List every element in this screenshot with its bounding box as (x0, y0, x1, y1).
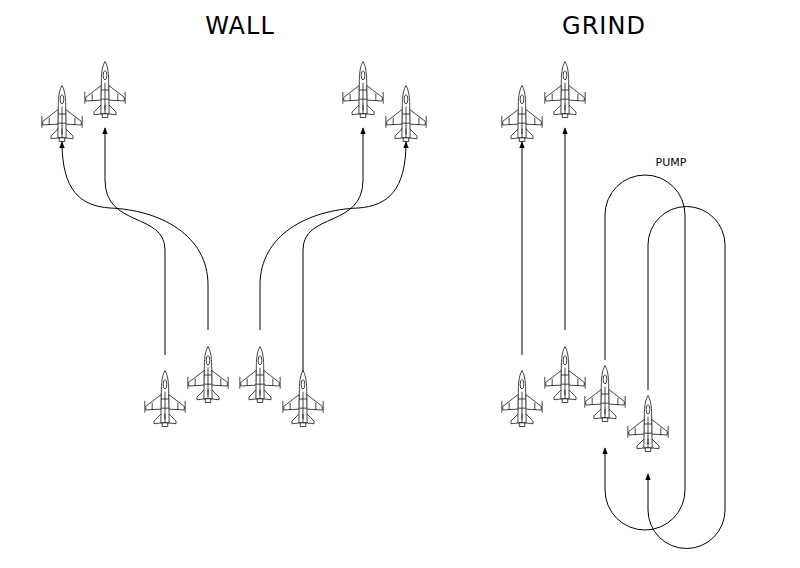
flight-path (522, 142, 523, 355)
aircraft (240, 347, 280, 403)
pump-path (605, 175, 685, 530)
aircraft (628, 396, 668, 452)
aircraft (145, 371, 185, 427)
flight-path (260, 142, 406, 330)
aircraft (545, 347, 585, 403)
aircraft (85, 62, 125, 118)
maneuver-label: PUMP (654, 157, 689, 169)
aircraft (585, 366, 625, 422)
flight-path (565, 128, 566, 330)
aircraft (545, 62, 585, 118)
pump-path (648, 207, 725, 549)
flight-path (62, 142, 208, 330)
aircraft (283, 371, 323, 427)
aircraft (188, 347, 228, 403)
aircraft-group (42, 62, 668, 452)
formation-title: GRIND (562, 13, 646, 39)
aircraft (343, 62, 383, 118)
aircraft (502, 371, 542, 427)
flight-path (105, 128, 165, 355)
aircraft (502, 86, 542, 142)
aircraft (386, 86, 426, 142)
aircraft (42, 86, 82, 142)
flight-paths (62, 128, 725, 549)
formation-title: WALL (205, 13, 275, 39)
flight-path (303, 128, 363, 378)
